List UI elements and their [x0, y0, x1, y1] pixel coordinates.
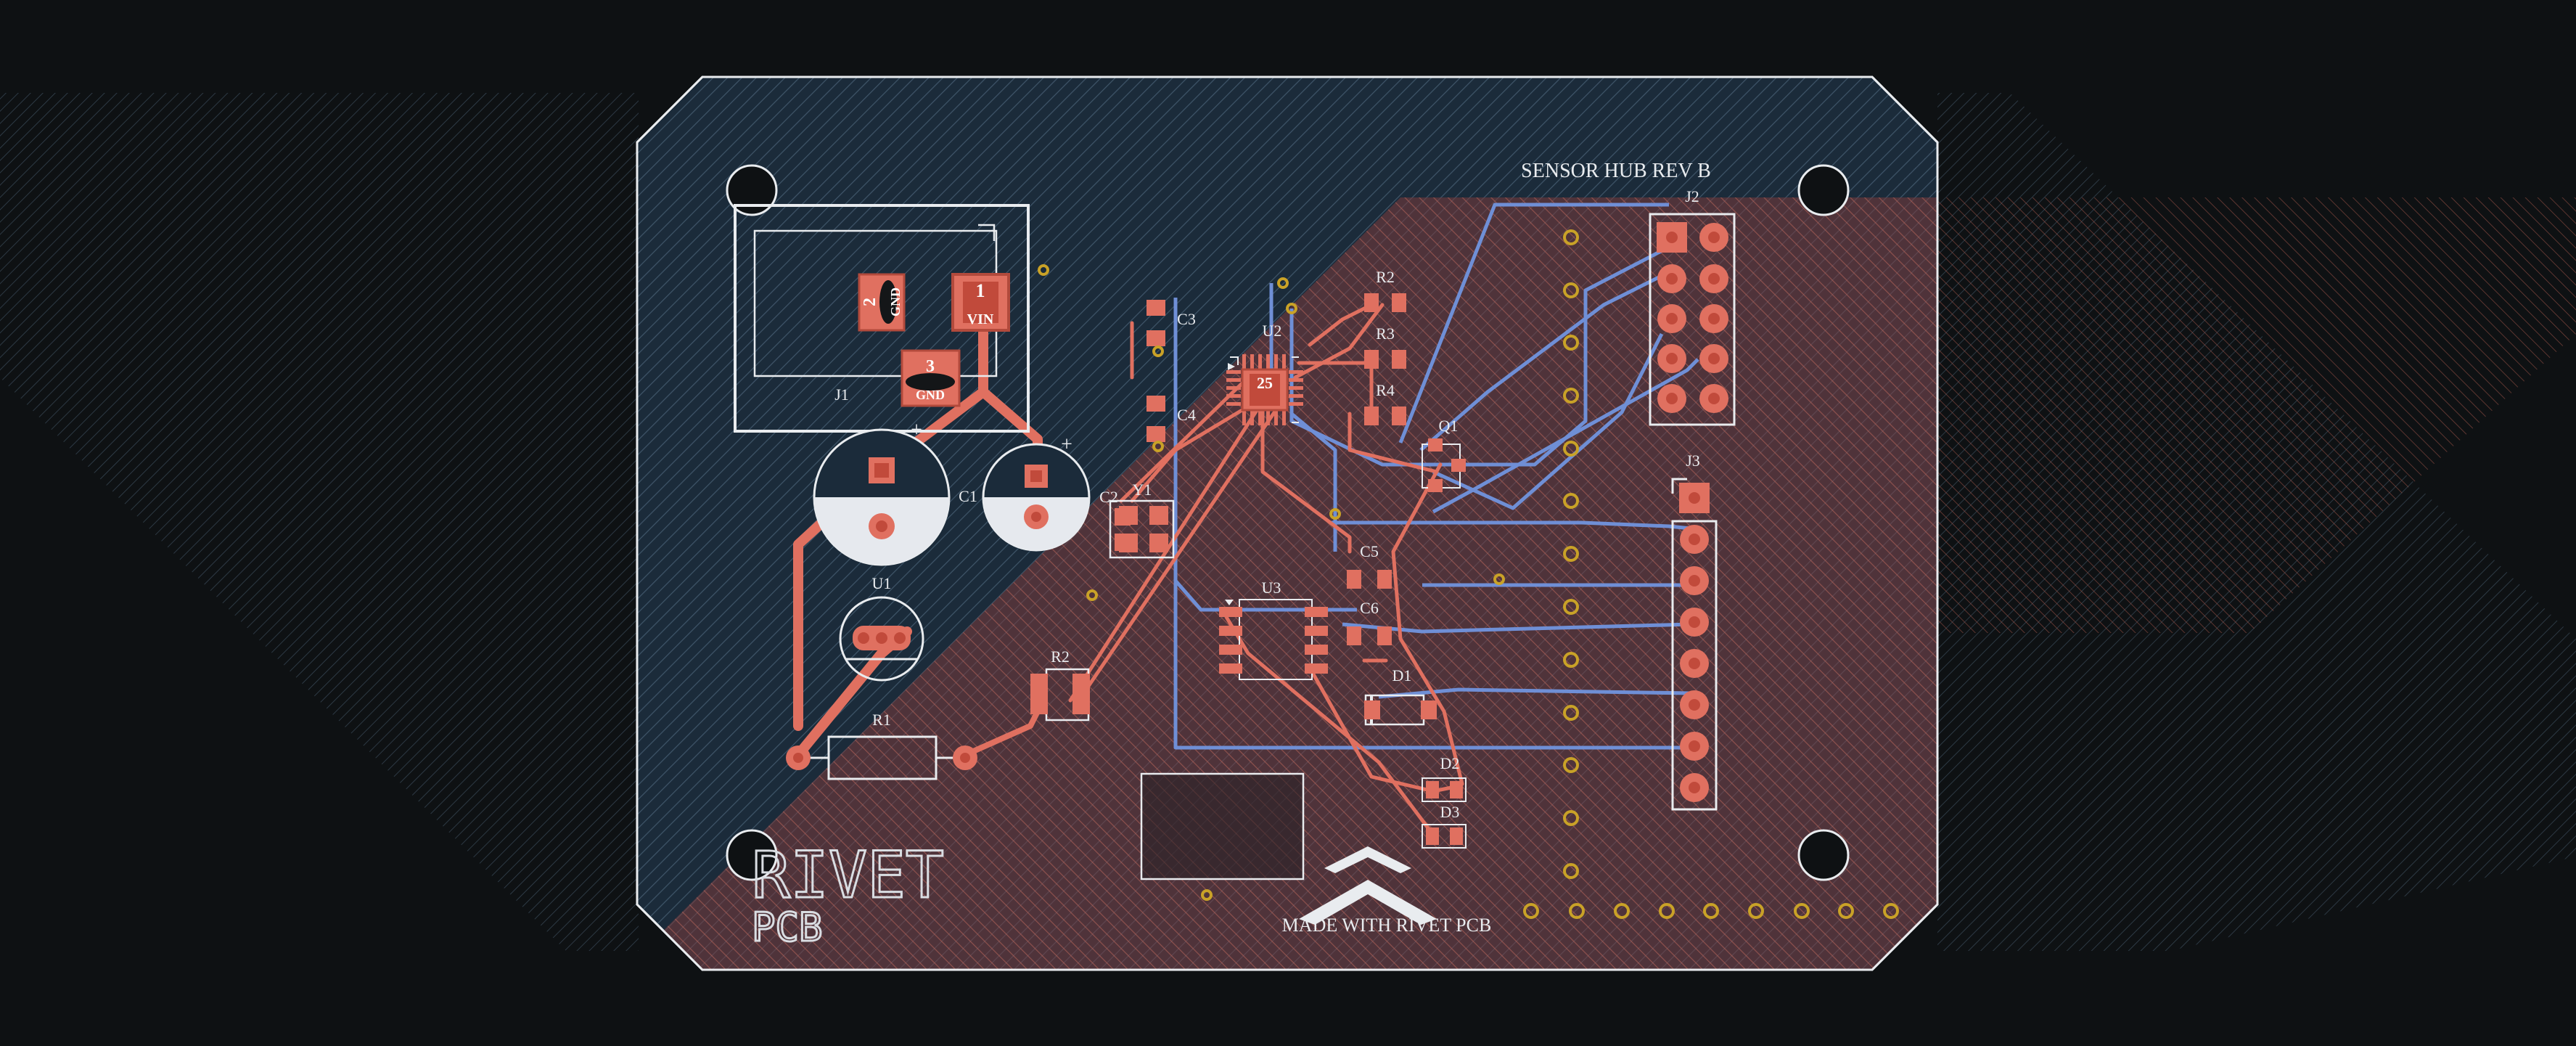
capacitor-c3: C3 — [1147, 300, 1196, 346]
designator-c3: C3 — [1177, 310, 1196, 328]
designator-c4: C4 — [1177, 406, 1196, 424]
designator-d3: D3 — [1440, 803, 1460, 821]
mounting-hole — [1797, 829, 1850, 881]
designator-q1: Q1 — [1439, 417, 1459, 435]
designator-r3: R3 — [1376, 324, 1395, 343]
designator-j2: J2 — [1685, 187, 1699, 205]
capacitor-c6: C6 — [1347, 599, 1392, 645]
diode-d1: D1 — [1364, 666, 1437, 726]
crystal-y1: Y1 — [1109, 481, 1175, 559]
pad-net-label: GND — [916, 388, 945, 402]
designator-c5: C5 — [1360, 542, 1379, 560]
resistor-r2: R2 — [1364, 268, 1406, 312]
resistor-r3: R3 — [1364, 324, 1406, 369]
pad-gnd-2: 2 GND — [858, 273, 906, 332]
svg-text:+: + — [911, 419, 922, 441]
mounting-hole — [726, 829, 778, 881]
designator-d2: D2 — [1440, 754, 1460, 772]
resistor-r1: R1 — [786, 711, 977, 780]
pad-gnd-3: 3 GND — [901, 349, 961, 407]
mounting-hole — [1797, 164, 1850, 216]
designator-j1: J1 — [834, 385, 849, 404]
connector-j1: 1 VIN 2 GND 3 GND J1 — [734, 204, 1030, 433]
mounting-holes — [726, 164, 1850, 881]
mcu-center-label: 25 — [1257, 374, 1273, 392]
inductor-l1: R2 — [1030, 647, 1090, 722]
capacitor-c1: + + C1 — [813, 419, 1091, 566]
pad-number: 3 — [926, 357, 935, 376]
ic-u3: U3 — [1219, 579, 1328, 680]
designator-r1: R1 — [872, 711, 891, 729]
designator-d1: D1 — [1392, 666, 1412, 685]
capacitor-c5: C5 — [1347, 542, 1392, 589]
svg-text:+: + — [1061, 433, 1072, 456]
board-title: SENSOR HUB REV B — [1521, 160, 1711, 182]
background-streaks — [0, 93, 2576, 951]
mounting-hole — [726, 164, 778, 216]
footer-text: MADE WITH RIVET PCB — [1282, 915, 1492, 936]
designator-u3: U3 — [1262, 579, 1281, 597]
designator-c1: C1 — [959, 487, 977, 505]
chevron-mark-icon — [1299, 846, 1437, 925]
capacitor-c4: C4 — [1147, 396, 1196, 442]
designator-l1: R2 — [1051, 647, 1070, 666]
rivet-logo: RIVET PCB — [751, 837, 946, 952]
mcu-u2: 25 U2 — [1226, 322, 1303, 425]
designator-j3: J3 — [1686, 452, 1700, 470]
designator-u1: U1 — [872, 574, 892, 592]
designator-r2: R2 — [1376, 268, 1395, 286]
pad-number: 1 — [976, 280, 985, 301]
diode-d2: D2 — [1422, 754, 1467, 802]
diode-d3: D3 — [1422, 803, 1467, 849]
designator-u2: U2 — [1263, 322, 1282, 340]
module-footprint — [1140, 772, 1305, 880]
designator-r4: R4 — [1376, 381, 1395, 399]
transistor-q1: Q1 — [1422, 417, 1466, 492]
pad-net-label: GND — [888, 287, 903, 316]
resistor-r4: R4 — [1364, 381, 1406, 425]
designator-c6: C6 — [1360, 599, 1379, 617]
header-j2: J2 — [1649, 187, 1736, 426]
bottom-layer-traces — [1173, 203, 1699, 750]
logo-line2: PCB — [752, 904, 823, 950]
designator-y1: Y1 — [1133, 481, 1152, 499]
designator-c2: C2 — [1099, 488, 1118, 506]
logo-line1: RIVET — [752, 838, 944, 912]
header-j3: J3 — [1671, 452, 1718, 811]
vias — [1038, 229, 1899, 919]
pad-vin: 1 VIN — [951, 273, 1010, 332]
regulator-u1: U1 — [839, 574, 924, 682]
pad-net-label: VIN — [967, 311, 994, 327]
pad-number: 2 — [861, 298, 879, 306]
